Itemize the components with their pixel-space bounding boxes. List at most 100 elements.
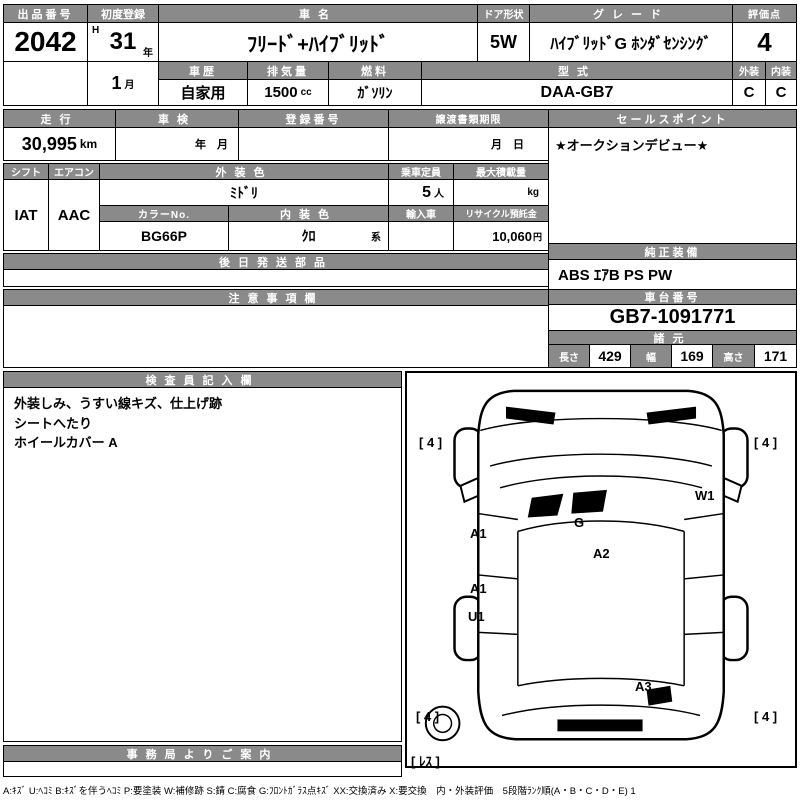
aircon-value: AAC [48,179,100,251]
history-value: 自家用 [158,79,248,106]
exterior-grade-value: C [732,79,766,106]
displacement-unit: cc [300,87,312,98]
right-door-line-2 [684,574,724,580]
interior-color-suffix: 系 [371,232,381,244]
door-shape-value: 5W [477,22,530,62]
first-registration-year: H 31 年 [87,22,159,62]
recycle-deposit-value: 10,060 円 [453,221,549,251]
capacity-unit: 人 [434,189,444,200]
exterior-color-value: ﾐﾄﾞﾘ [99,179,389,206]
sales-point-value: ★オークションデビュー★ [548,127,797,244]
car-name-value: ﾌﾘｰﾄﾞ+ﾊｲﾌﾞﾘｯﾄﾞ [158,22,478,62]
inspection-value: 年 月 [115,127,239,161]
right-door-line-1 [684,512,724,521]
front-bumper-line [480,417,722,432]
interior-grade-value: C [765,79,797,106]
score-label: 評価点 [732,4,797,23]
mileage-label: 走行 [3,109,116,128]
displacement-label: 排気量 [247,61,329,80]
exhibit-no-empty-cell [3,61,88,106]
aircon-label: エアコン [48,163,100,180]
diagram-annotation: A2 [593,546,610,561]
displacement-value: 1500 cc [247,79,329,106]
score-value: 4 [732,22,797,62]
height-value: 171 [754,344,797,368]
grade-value: ﾊｲﾌﾞﾘｯﾄﾞG ﾎﾝﾀﾞｾﾝｼﾝｸﾞ [529,22,733,62]
shift-label: シフト [3,163,49,180]
diagram-annotation: [ 4 ] [754,709,778,724]
capacity-label: 乗車定員 [388,163,454,180]
chassis-no-label: 車台番号 [548,289,797,305]
model-code-label: 型式 [421,61,733,80]
length-value: 429 [589,344,631,368]
left-mirror [459,476,480,504]
first-registration-month: 1 月 [87,61,159,106]
diagram-annotation: [ ﾚｽ ] [411,754,440,769]
width-value: 169 [671,344,713,368]
inspector-note-line: ホイールカバー A [14,435,118,450]
hood-line [489,453,713,467]
mileage-unit: km [79,137,98,151]
exhibit-no-label: 出品番号 [3,4,88,23]
notes-value [3,305,549,368]
first-registration-month-value: 1 [111,73,122,93]
era-prefix: H [92,25,100,36]
exterior-color-label: 外装色 [99,163,389,180]
capacity-number: 5 [422,183,431,201]
color-no-label: カラーNo. [99,205,229,222]
inspector-note-line: 外装しみ、うすい線キズ、仕上げ跡 [14,396,223,411]
diagram-annotation: A1 [470,581,487,596]
inspector-note-line: シートへたり [14,415,93,431]
windshield-bottom-line [517,520,685,533]
height-label: 高さ [712,344,755,368]
first-registration-label: 初度登録 [87,4,159,23]
recycle-deposit-unit: 円 [532,231,542,242]
diagram-annotation: W1 [695,488,715,503]
transfer-doc-value: 月 日 [388,127,549,161]
dimensions-label: 諸元 [548,330,797,345]
capacity-value: 5 人 [388,179,454,206]
inspector-notes-lines: 外装しみ、うすい線キズ、仕上げ跡 シートへたり ホイールカバー A [14,394,222,453]
door-shape-label: ドア形状 [477,4,530,23]
inspector-notes-area: 外装しみ、うすい線キズ、仕上げ跡 シートへたり ホイールカバー A [3,387,402,742]
interior-color-value: ｸﾛ 系 [228,221,389,251]
left-door-line-1 [478,512,518,521]
recycle-deposit-number: 10,060 [492,228,532,244]
spare-tire-inner [432,713,453,734]
car-top-view [424,389,749,742]
displacement-number: 1500 [264,84,298,101]
interior-color-label: 内装色 [228,205,389,222]
fuel-value: ｶﾞｿﾘﾝ [328,79,422,106]
left-headlight [505,406,556,425]
import-label: 輸入車 [388,205,454,222]
left-door-line-2 [478,574,518,580]
mileage-value: 30,995 km [3,127,116,161]
chassis-no-value: GB7-1091771 [548,304,797,331]
max-load-value: kg [453,179,549,206]
equipment-value: ABS ｴｱB PS PW [548,259,797,290]
grade-label: グレード [529,4,733,23]
history-label: 車歴 [158,61,248,80]
notes-label: 注意事項欄 [3,289,549,306]
year-unit: 年 [143,48,153,59]
month-unit: 月 [124,80,135,91]
shift-value: IAT [3,179,49,251]
car-name-label: 車名 [158,4,478,23]
interior-color-name: ｸﾛ [301,228,316,244]
length-label: 長さ [548,344,590,368]
model-code-value: DAA-GB7 [421,79,733,106]
car-body-outline [477,389,725,741]
registration-no-value [238,127,389,161]
mileage-number: 30,995 [21,133,77,154]
rear-wiper [646,685,673,706]
exterior-grade-label: 外装 [732,61,766,80]
diagram-annotation: G [574,515,585,530]
inspection-label: 車検 [115,109,239,128]
first-registration-year-value: 31 [109,28,137,55]
interior-grade-label: 内装 [765,61,797,80]
inspector-notes-label: 検査員記入欄 [3,371,402,388]
sales-point-label: セールスポイント [548,109,797,128]
diagram-annotation: U1 [468,609,485,624]
